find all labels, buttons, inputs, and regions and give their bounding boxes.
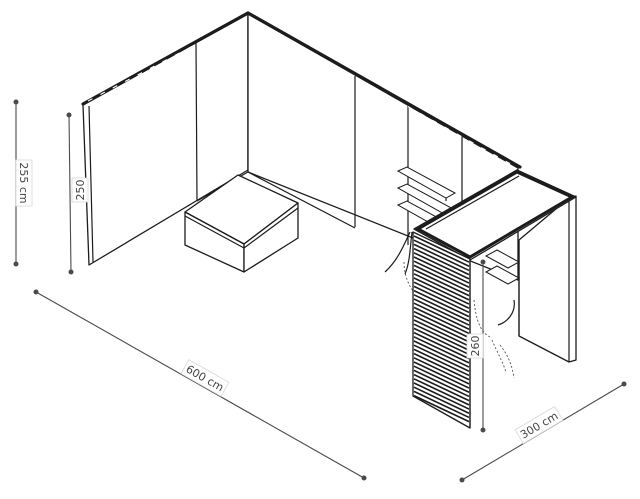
slat-line [413,394,470,423]
slat-line [413,310,470,339]
slat-line [413,264,470,293]
wall-height-label: 255 cm [17,162,30,203]
dimension-length: 600 cm [33,289,367,481]
slat-line [413,268,470,297]
slat-line [413,302,470,330]
slat-line [413,357,470,385]
slat-line [413,298,470,326]
slat-line [413,340,470,368]
slat-line [413,378,470,406]
slat-line [413,285,470,314]
slat-line [413,344,470,372]
slat-line [413,327,470,356]
slat-line [413,336,470,364]
slatted-panel [413,235,470,423]
slat-line [413,323,470,351]
slat-line [413,277,470,305]
slat-line [413,348,470,377]
slat-line [413,369,470,398]
slat-line [413,235,470,263]
slat-line [413,319,470,347]
slat-line [413,252,470,280]
slat-line [413,365,470,393]
slat-line [413,256,470,284]
tower-height-label: 260 [469,336,482,357]
slat-line [413,306,470,335]
slat-line [413,315,470,343]
panel-height-label: 250 [74,180,87,201]
slat-line [413,260,470,288]
slat-line [413,243,470,272]
slat-line [413,281,470,309]
slat-line [413,239,470,267]
slat-line [413,331,470,360]
dimension-tower-height: 260 [466,259,486,433]
top-rail [81,11,522,169]
slat-line [413,390,470,419]
counter-table [184,174,299,273]
slat-line [413,352,470,381]
dimension-wall-height: 255 cm [13,99,33,267]
dimension-depth: 300 cm [459,381,627,483]
slat-line [413,273,470,301]
storage-tower [412,169,577,429]
slat-line [413,382,470,410]
slat-line [413,289,470,318]
slat-line [413,386,470,414]
dimension-panel-height: 250 [66,112,89,275]
stool-back [384,231,419,297]
slat-line [413,294,470,322]
slat-line [413,247,470,276]
slat-line [413,361,470,389]
slat-line [413,373,470,402]
